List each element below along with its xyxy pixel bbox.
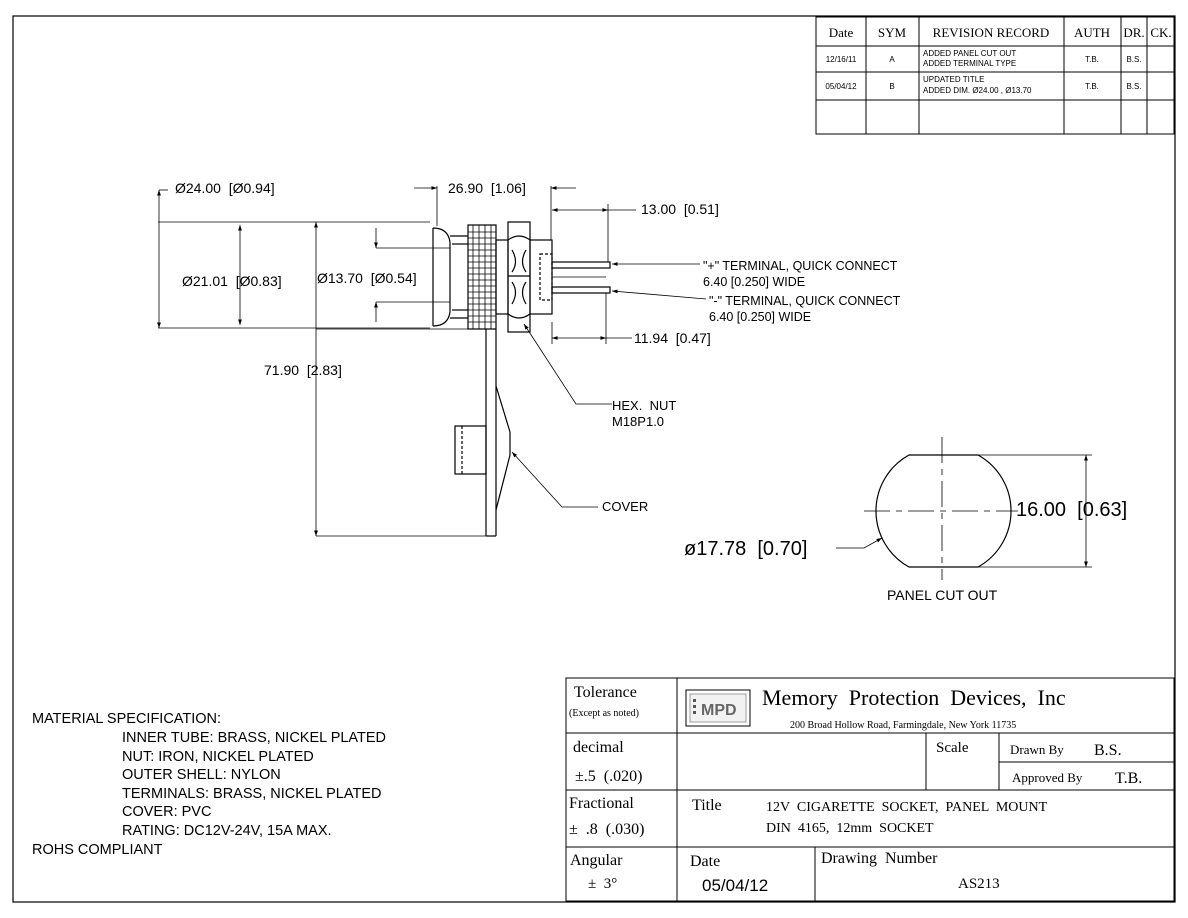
dim-terminal-length: 13.00 [0.51]: [641, 201, 719, 217]
company-address: 200 Broad Hollow Road, Farmingdale, New …: [790, 720, 1016, 731]
logo-text: MPD: [701, 702, 737, 719]
cover-label: COVER: [602, 499, 648, 514]
title-block: [565, 677, 1175, 902]
rev-b-record-2: ADDED DIM. Ø24.00 , Ø13.70: [923, 86, 1032, 95]
company-name: Memory Protection Devices, Inc: [762, 685, 1066, 710]
rev-a-dr: B.S.: [1126, 55, 1141, 64]
fractional-value: ± .8 (.030): [569, 821, 644, 838]
dim-outer-dia: Ø24.00 [Ø0.94]: [175, 180, 275, 196]
rev-header-sym: SYM: [878, 25, 907, 40]
material-spec-item: RATING: DC12V-24V, 15A MAX.: [122, 823, 332, 839]
rev-a-sym: A: [889, 55, 895, 64]
material-spec-item: INNER TUBE: BRASS, NICKEL PLATED: [122, 730, 386, 746]
title-label: Title: [692, 797, 722, 814]
title-line1: 12V CIGARETTE SOCKET, PANEL MOUNT: [766, 800, 1048, 815]
hex-nut-line2: M18P1.0: [612, 414, 664, 429]
rev-b-dr: B.S.: [1126, 82, 1141, 91]
tolerance-note: (Except as noted): [569, 708, 639, 719]
panel-cutout-label: PANEL CUT OUT: [887, 587, 998, 603]
material-spec-item: TERMINALS: BRASS, NICKEL PLATED: [122, 786, 381, 802]
material-spec-item: NUT: IRON, NICKEL PLATED: [122, 749, 314, 765]
mpd-logo: MPD: [685, 689, 751, 727]
decimal-label: decimal: [573, 739, 624, 756]
plus-terminal-line2: 6.40 [0.250] WIDE: [703, 275, 805, 289]
knurl-lines: [468, 225, 496, 329]
rev-a-record-1: ADDED PANEL CUT OUT: [923, 49, 1016, 58]
dim-cutout-dia: ø17.78 [0.70]: [684, 538, 807, 560]
dim-cover-length: 71.90 [2.83]: [264, 362, 342, 378]
dimension-lines: [157, 186, 707, 537]
rev-b-date: 05/04/12: [825, 82, 857, 91]
rev-a-record-2: ADDED TERMINAL TYPE: [923, 59, 1016, 68]
approved-by-value: T.B.: [1115, 770, 1142, 787]
minus-terminal-line2: 6.40 [0.250] WIDE: [709, 310, 811, 324]
dim-overall-length: 26.90 [1.06]: [448, 180, 526, 196]
material-spec-title: MATERIAL SPECIFICATION:: [32, 711, 221, 727]
drawn-by-label: Drawn By: [1010, 742, 1064, 757]
rev-header-date: Date: [829, 25, 854, 40]
rev-header-dr: DR.: [1123, 25, 1144, 40]
drawing-number-label: Drawing Number: [821, 850, 938, 867]
decimal-value: ±.5 (.020): [575, 768, 642, 785]
title-line2: DIN 4165, 12mm SOCKET: [766, 821, 934, 836]
rev-header-ck: CK.: [1150, 25, 1171, 40]
tolerance-label: Tolerance: [574, 684, 637, 701]
dim-cutout-flat: 16.00 [0.63]: [1016, 499, 1127, 521]
revision-table: [815, 16, 1175, 135]
rev-a-auth: T.B.: [1085, 55, 1099, 64]
socket-side-view: [432, 221, 611, 537]
drawing-number-value: AS213: [958, 876, 1000, 892]
panel-cutout: [836, 437, 1092, 580]
rev-header-record: REVISION RECORD: [933, 25, 1050, 40]
date-value: 05/04/12: [702, 876, 768, 895]
approved-by-label: Approved By: [1012, 770, 1083, 785]
scale-label: Scale: [936, 740, 969, 756]
drawn-by-value: B.S.: [1094, 742, 1122, 759]
material-spec-item: OUTER SHELL: NYLON: [122, 767, 281, 783]
rev-b-record-1: UPDATED TITLE: [923, 75, 985, 84]
hex-nut-line1: HEX. NUT: [612, 398, 676, 413]
date-label: Date: [690, 853, 720, 870]
fractional-label: Fractional: [569, 795, 634, 812]
sheet-border: [12, 15, 1176, 903]
material-spec-item: COVER: PVC: [122, 804, 211, 820]
rev-header-auth: AUTH: [1074, 25, 1110, 40]
rev-a-date: 12/16/11: [826, 55, 857, 64]
minus-terminal-line1: "-" TERMINAL, QUICK CONNECT: [709, 294, 901, 308]
rohs-compliant: ROHS COMPLIANT: [32, 842, 163, 858]
dim-nut-to-end: 11.94 [0.47]: [634, 330, 711, 346]
rev-b-sym: B: [889, 82, 894, 91]
plus-terminal-line1: "+" TERMINAL, QUICK CONNECT: [703, 259, 898, 273]
angular-label: Angular: [570, 852, 623, 869]
rev-b-auth: T.B.: [1085, 82, 1099, 91]
dim-inner-dia: Ø13.70 [Ø0.54]: [317, 270, 417, 286]
dim-body-dia: Ø21.01 [Ø0.83]: [182, 273, 282, 289]
angular-value: ± 3°: [588, 876, 617, 892]
